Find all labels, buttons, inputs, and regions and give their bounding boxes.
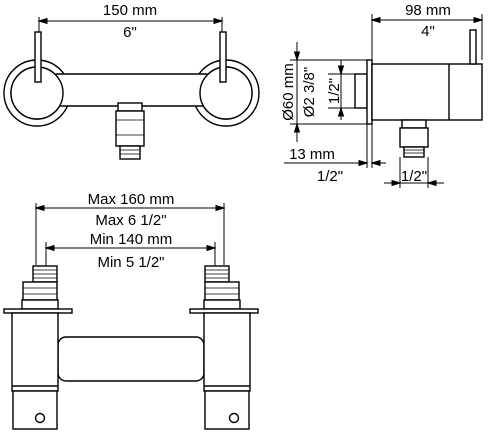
outlet-thread xyxy=(119,145,141,160)
arrowhead-left xyxy=(426,179,437,187)
side-outlet-thread xyxy=(403,146,425,158)
left-handle-hole xyxy=(34,412,46,424)
side-lever xyxy=(469,29,477,65)
side-offset-imperial: 1/2" xyxy=(317,168,343,185)
arrowhead-right xyxy=(213,17,224,25)
bottom-view: Max 160 mm Max 6 1/2" Min 140 mm Min 5 1… xyxy=(3,191,259,430)
side-view: 98 mm 4" Ø60 mm Ø2 3/8" 1/2" xyxy=(280,2,484,188)
front-width-imperial: 6" xyxy=(123,24,137,41)
max-metric: Max 160 mm xyxy=(88,191,175,208)
side-body xyxy=(371,63,483,121)
right-lever xyxy=(219,31,227,83)
left-column xyxy=(11,312,59,392)
arrowhead-left xyxy=(34,204,45,212)
left-lever xyxy=(34,31,42,83)
arrowhead-top xyxy=(293,51,301,62)
arrowhead-top xyxy=(337,65,345,76)
right-eccentric-body xyxy=(204,281,240,301)
inlet-thread xyxy=(354,73,368,109)
right-handle xyxy=(204,390,250,430)
left-eccentric-base xyxy=(21,299,59,310)
mixer-body-bar xyxy=(43,73,221,107)
arrowhead-right xyxy=(391,179,402,187)
right-handle-hole xyxy=(228,412,240,424)
front-width-metric: 150 mm xyxy=(103,2,157,19)
outlet-collar xyxy=(117,102,143,112)
side-depth-metric: 98 mm xyxy=(405,2,451,19)
bottom-body-bar xyxy=(57,336,205,382)
arrowhead-right xyxy=(358,159,369,167)
arrowhead-right xyxy=(473,16,484,24)
arrowhead-left xyxy=(44,244,55,252)
outlet-nut xyxy=(115,110,145,147)
side-offset-metric: 13 mm xyxy=(289,146,335,163)
front-view: 150 mm 6" xyxy=(3,2,260,160)
left-eccentric-body xyxy=(22,281,58,301)
side-depth-imperial: 4" xyxy=(421,23,435,40)
side-outlet-width: 1/2" xyxy=(401,168,427,185)
min-imperial: Min 5 1/2" xyxy=(97,254,164,271)
right-eccentric-base xyxy=(203,299,241,310)
side-outlet-nut xyxy=(399,127,429,148)
side-diameter-imperial: Ø2 3/8" xyxy=(301,67,318,117)
arrowhead-bottom xyxy=(337,106,345,117)
min-metric: Min 140 mm xyxy=(90,231,173,248)
left-handle xyxy=(12,390,58,430)
side-inlet-height: 1/2" xyxy=(326,78,343,104)
arrowhead-right xyxy=(215,204,226,212)
side-diameter-metric: Ø60 mm xyxy=(280,63,297,121)
max-imperial: Max 6 1/2" xyxy=(95,212,166,229)
arrowhead-bottom xyxy=(293,122,301,133)
arrowhead-left xyxy=(37,17,48,25)
wall-plate xyxy=(366,59,373,125)
arrowhead-left xyxy=(370,16,381,24)
side-outlet-collar xyxy=(401,119,427,129)
arrowhead-right xyxy=(206,244,217,252)
right-column xyxy=(203,312,251,392)
